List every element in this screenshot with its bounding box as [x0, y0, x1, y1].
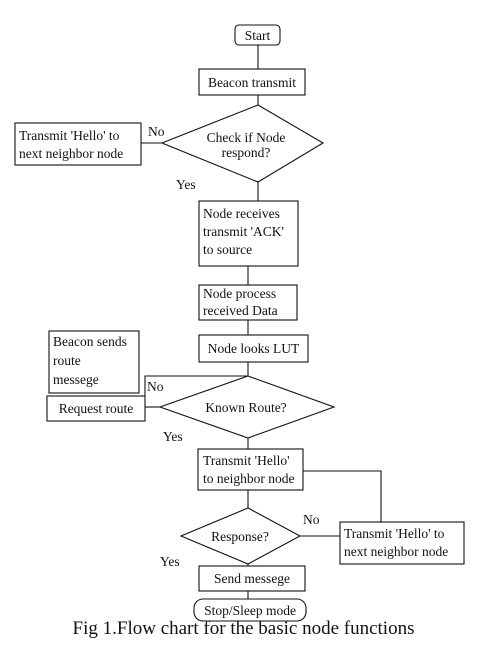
- stop-sleep-node: Stop/Sleep mode: [193, 598, 307, 622]
- known-yes-label: Yes: [163, 429, 183, 444]
- transmit-hello-next-bottom-line-1: Transmit 'Hello' to: [344, 526, 445, 541]
- transmit-hello-neighbor-line-1: Transmit 'Hello': [203, 453, 290, 468]
- beacon-sends-line-1: Beacon sends: [53, 334, 127, 349]
- known-route-label: Known Route?: [205, 400, 286, 415]
- beacon-sends-line-2: route: [53, 353, 81, 368]
- transmit-hello-neighbor-box: Transmit 'Hello' to neighbor node: [197, 448, 304, 491]
- send-messege-box: Send messege: [198, 565, 306, 592]
- transmit-hello-next-top-line-1: Transmit 'Hello' to: [19, 128, 120, 143]
- node-process-line-1: Node process: [203, 286, 276, 301]
- node-receives-line-2: transmit 'ACK': [203, 224, 284, 239]
- beacon-sends-line-3: messege: [53, 372, 99, 387]
- node-process-box: Node process received Data: [198, 284, 298, 321]
- figure-caption: Fig 1.Flow chart for the basic node func…: [72, 618, 415, 639]
- node-receives-line-3: to source: [203, 242, 252, 257]
- beacon-transmit-label: Beacon transmit: [208, 75, 296, 90]
- transmit-hello-next-bottom-box: Transmit 'Hello' to next neighbor node: [339, 521, 465, 565]
- request-route-box: Request route: [46, 395, 146, 422]
- response-label: Response?: [211, 529, 269, 544]
- check-no-label: No: [148, 124, 165, 139]
- beacon-sends-box: Beacon sends route messege: [48, 330, 140, 394]
- transmit-hello-next-top-box: Transmit 'Hello' to next neighbor node: [14, 122, 142, 166]
- response-no-label: No: [303, 512, 320, 527]
- send-messege-label: Send messege: [214, 571, 290, 586]
- start-label: Start: [245, 28, 271, 43]
- transmit-hello-next-top-line-2: next neighbor node: [19, 146, 123, 161]
- node-looks-lut-label: Node looks LUT: [208, 341, 300, 356]
- beacon-transmit-box: Beacon transmit: [198, 68, 306, 96]
- start-node: Start: [234, 24, 281, 46]
- node-looks-lut-box: Node looks LUT: [198, 334, 309, 363]
- check-respond-decision: Check if Node respond?: [160, 104, 325, 183]
- response-decision: Response?: [179, 507, 302, 565]
- known-no-label: No: [147, 379, 164, 394]
- transmit-hello-next-bottom-line-2: next neighbor node: [344, 544, 448, 559]
- check-respond-line-1: Check if Node: [207, 130, 286, 145]
- check-respond-line-2: respond?: [222, 145, 271, 160]
- request-route-label: Request route: [59, 401, 134, 416]
- node-receives-line-1: Node receives: [203, 206, 280, 221]
- response-yes-label: Yes: [160, 554, 180, 569]
- transmit-hello-neighbor-line-2: to neighbor node: [203, 471, 294, 486]
- stop-sleep-label: Stop/Sleep mode: [204, 603, 296, 618]
- node-receives-box: Node receives transmit 'ACK' to source: [198, 200, 299, 267]
- check-yes-label: Yes: [176, 177, 196, 192]
- known-route-decision: Known Route?: [158, 375, 336, 439]
- node-process-line-2: received Data: [203, 303, 278, 318]
